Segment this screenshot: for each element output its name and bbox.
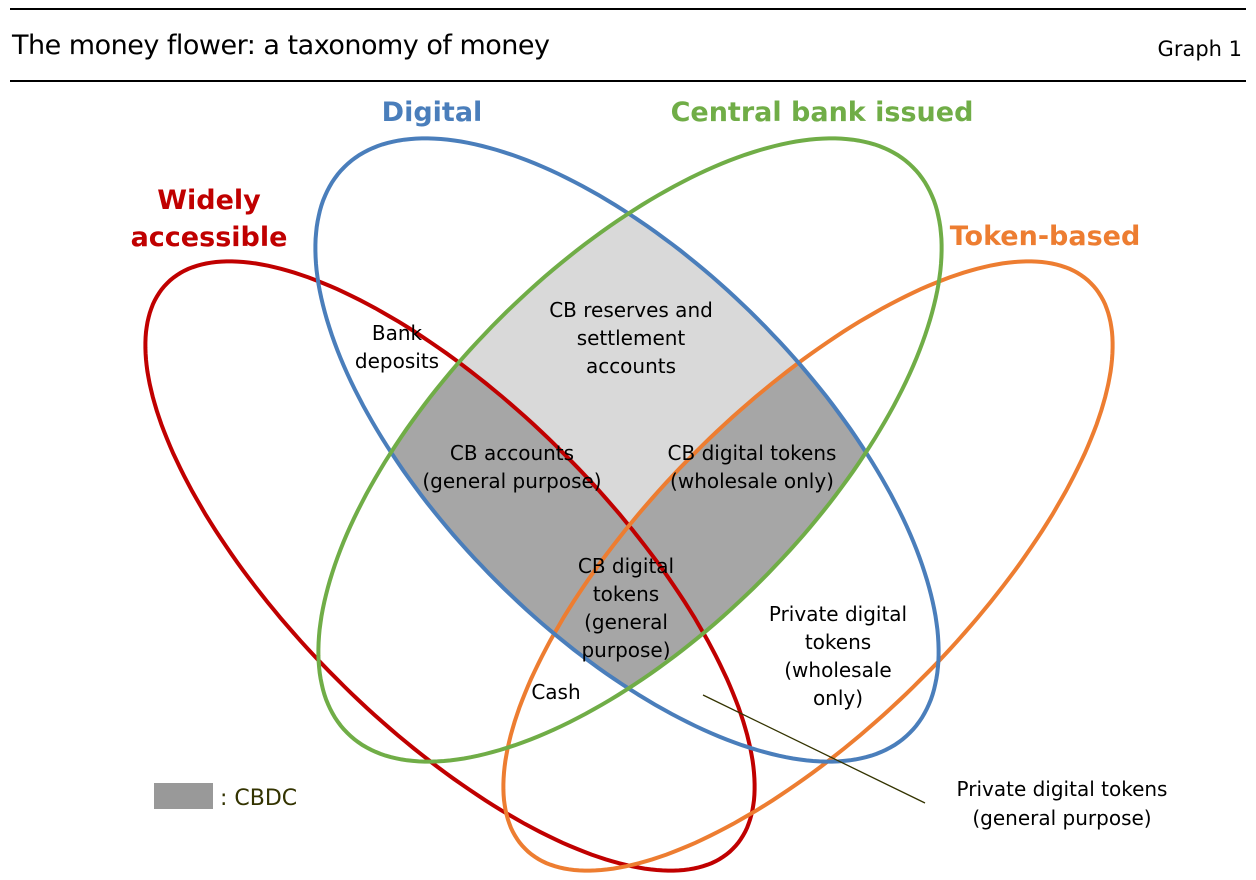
cbdc-legend-swatch — [154, 783, 213, 809]
bank-deposits-label: deposits — [355, 349, 439, 373]
private-general-label: Private digital tokens — [957, 777, 1168, 801]
cb-reserves-label: CB reserves and — [549, 298, 713, 322]
top-rule — [10, 8, 1246, 10]
cb-reserves-label: accounts — [586, 354, 676, 378]
cb-tokens-wholesale-label: (wholesale only) — [670, 469, 834, 493]
cb-reserves-label: settlement — [577, 326, 686, 350]
cb-tokens-general-label: tokens — [593, 582, 659, 606]
cbdc-legend-label: : CBDC — [220, 786, 297, 811]
cb-accounts-label: (general purpose) — [422, 469, 601, 493]
central-bank-label: Central bank issued — [671, 97, 974, 128]
private-general-label: (general purpose) — [972, 806, 1151, 830]
token-based-label: Token-based — [950, 221, 1141, 252]
digital-label: Digital — [382, 97, 483, 128]
widely-accessible-ellipse — [143, 259, 757, 873]
graph-number: Graph 1 — [1157, 37, 1242, 61]
leader-line — [702, 694, 926, 804]
cb-tokens-general-label: (general — [584, 610, 668, 634]
token-based-ellipse — [501, 259, 1115, 873]
cb-tokens-general-label: CB digital — [578, 554, 674, 578]
cb-tokens-wholesale-label: CB digital tokens — [668, 441, 837, 465]
widely-label-1: Widely — [157, 185, 261, 216]
page-title: The money flower: a taxonomy of money — [12, 30, 550, 61]
cb-accounts-label: CB accounts — [450, 441, 574, 465]
private-wholesale-label: (wholesale — [784, 658, 891, 682]
title-rule — [10, 80, 1246, 82]
cash-label: Cash — [531, 680, 580, 704]
cb-tokens-general-label: purpose) — [581, 638, 670, 662]
private-wholesale-label: tokens — [805, 630, 871, 654]
digital-ellipse — [313, 136, 941, 764]
bank-deposits-label: Bank — [372, 321, 423, 345]
private-wholesale-label: only) — [813, 686, 863, 710]
widely-label-2: accessible — [131, 222, 288, 253]
central-bank-ellipse — [316, 136, 944, 764]
private-wholesale-label: Private digital — [769, 602, 907, 626]
